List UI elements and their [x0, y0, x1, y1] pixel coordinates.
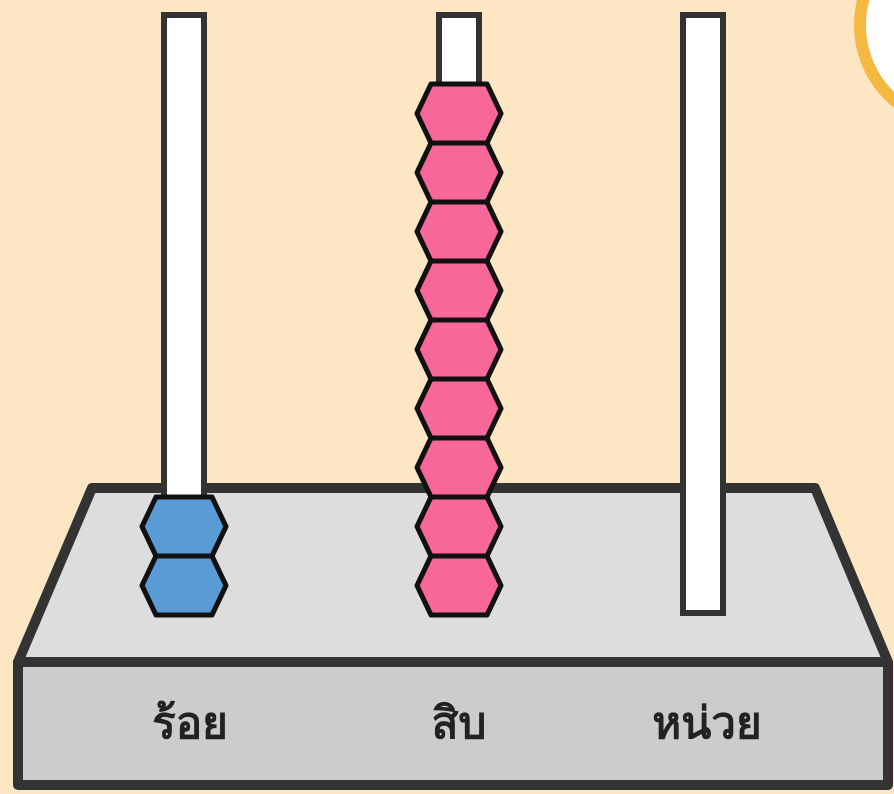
bead-tens	[414, 435, 504, 500]
rod-ones	[680, 12, 726, 616]
label-tens: สิบ	[432, 698, 487, 749]
bead-tens	[414, 199, 504, 264]
bead-tens	[414, 258, 504, 323]
label-ones: หน่วย	[652, 698, 762, 749]
bead-hundreds	[139, 494, 229, 559]
beads-group	[139, 81, 504, 618]
corner-badge	[854, 0, 894, 108]
bead-tens	[414, 553, 504, 618]
label-hundreds: ร้อย	[152, 698, 228, 749]
bead-hundreds	[139, 553, 229, 618]
bead-tens	[414, 81, 504, 146]
bead-tens	[414, 376, 504, 441]
abacus-base-front	[13, 657, 893, 790]
bead-tens	[414, 140, 504, 205]
bead-tens	[414, 494, 504, 559]
bead-tens	[414, 317, 504, 382]
